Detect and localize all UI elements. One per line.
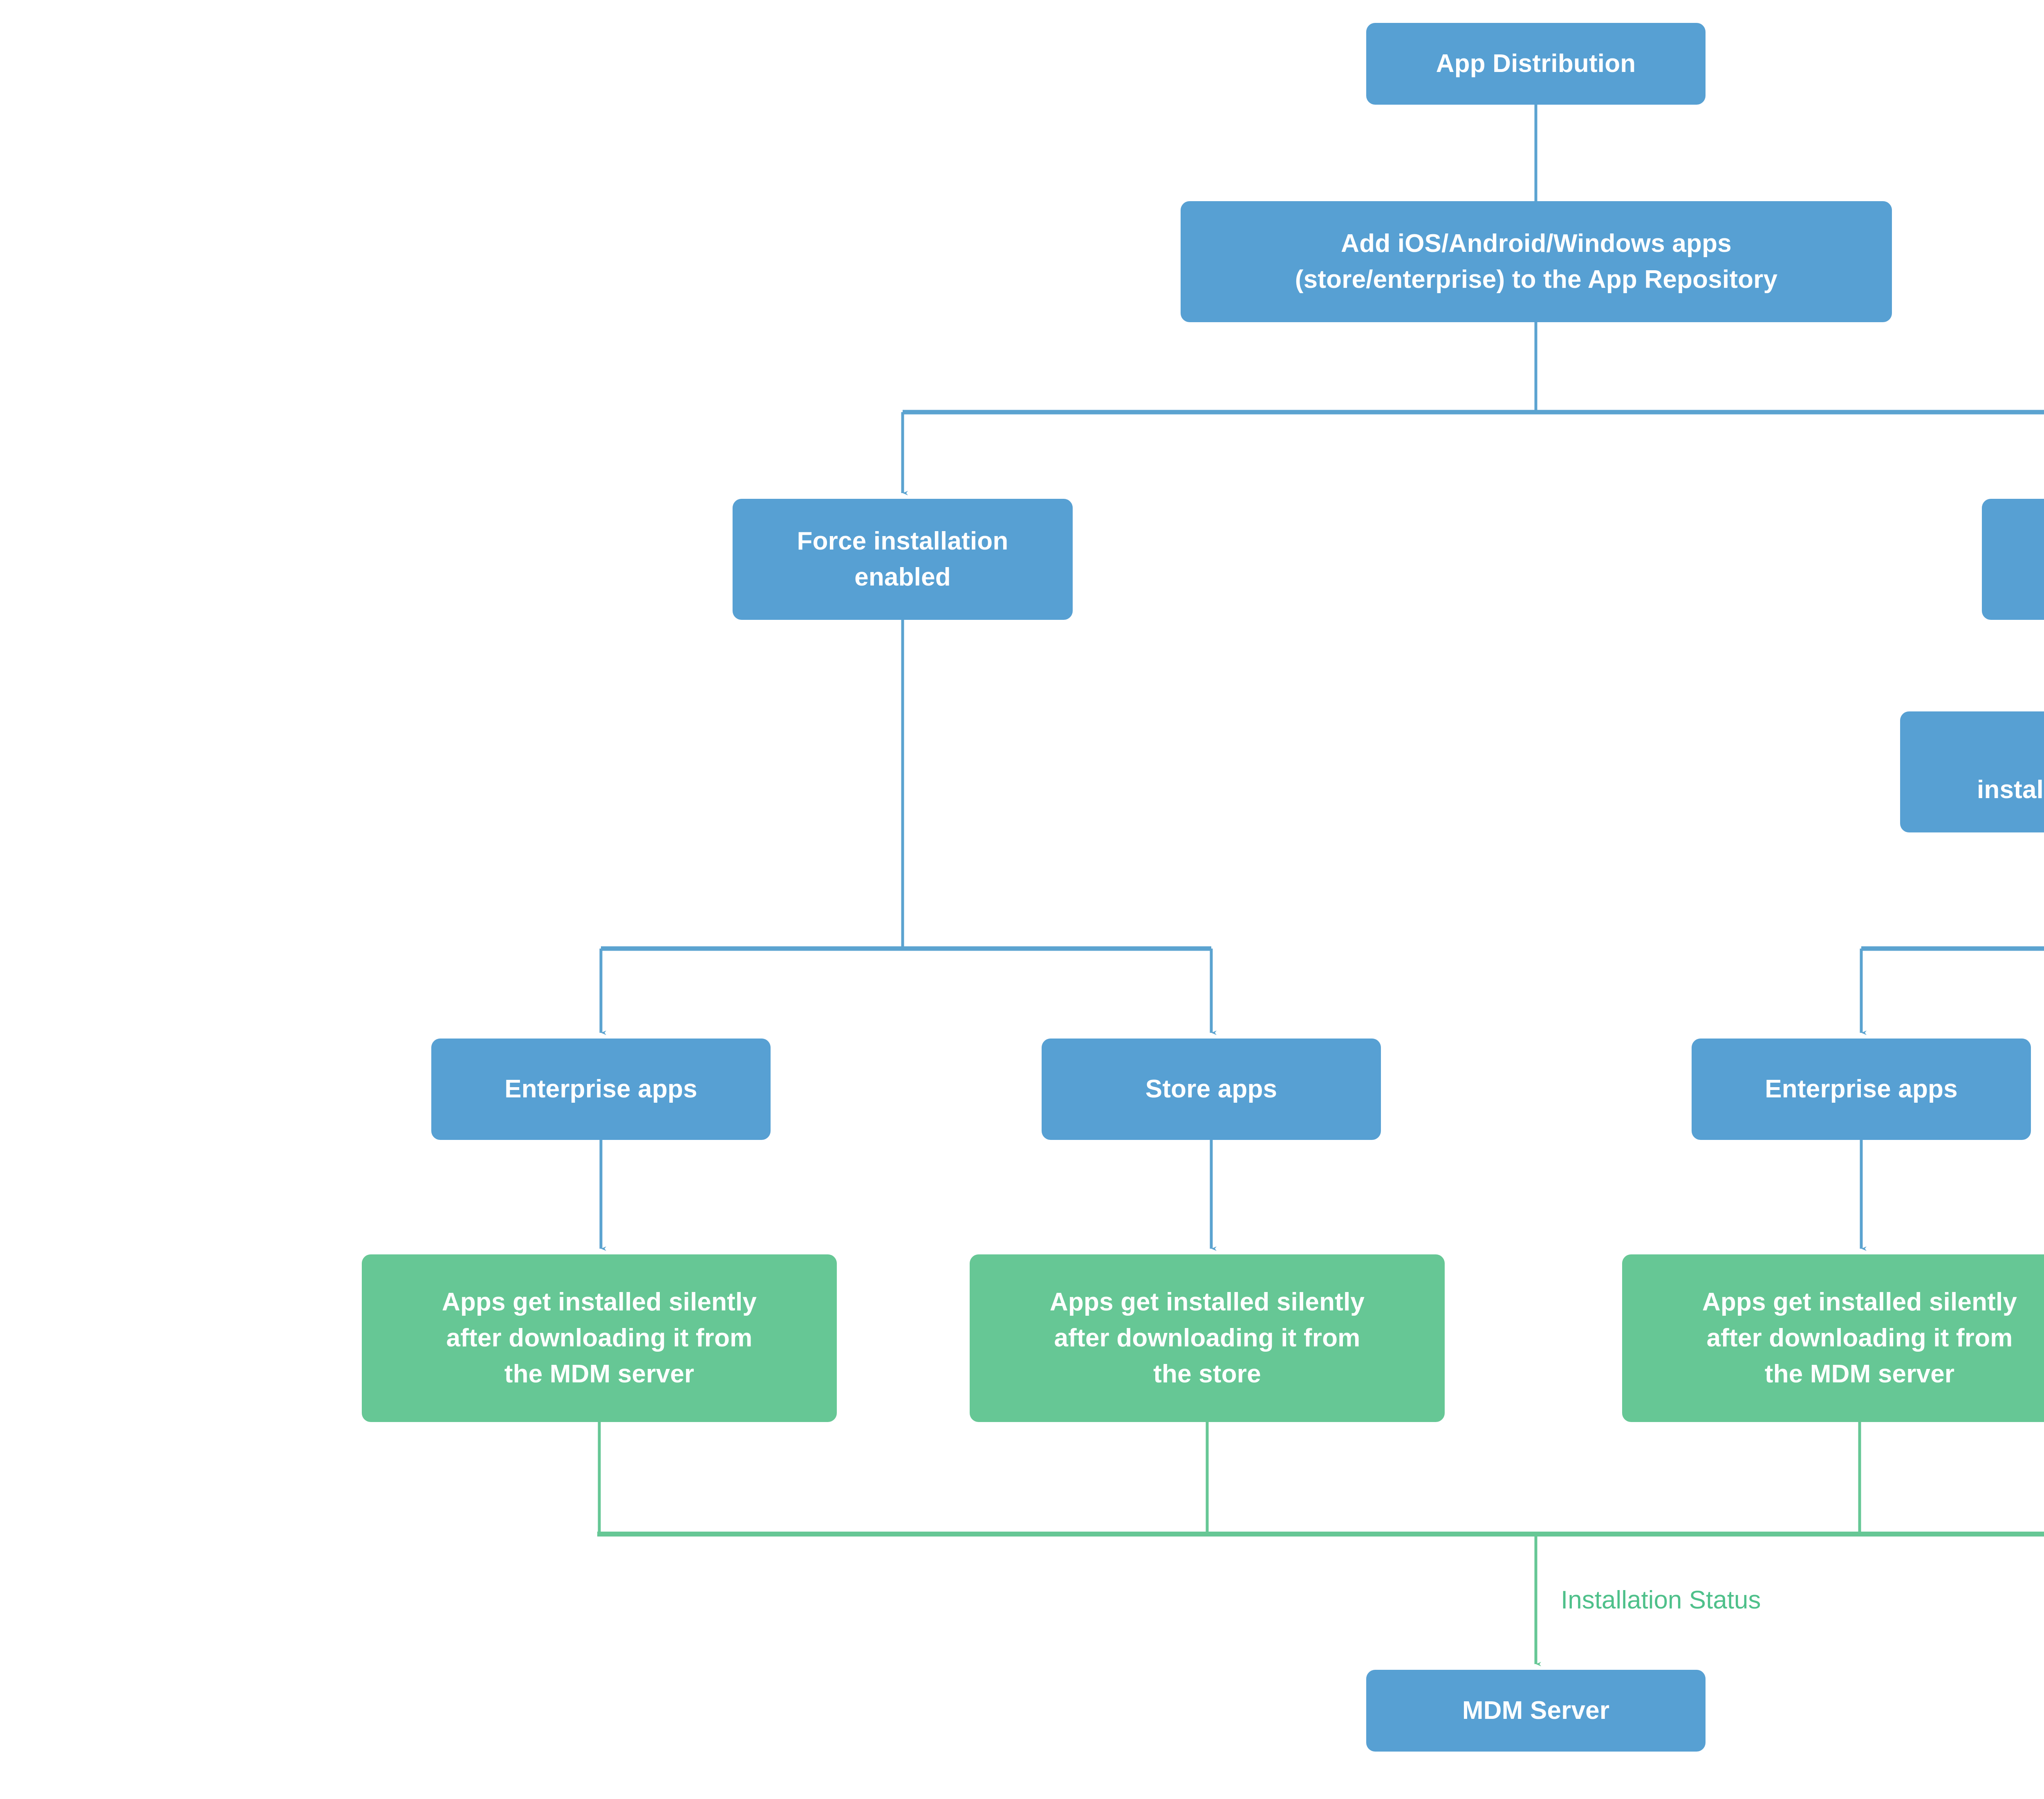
node-enterprise-apps-left[interactable]: Enterprise apps: [431, 1039, 771, 1140]
node-label: Enterprise apps: [1765, 1074, 1958, 1103]
node-label: MDM Server: [1462, 1696, 1610, 1725]
node-silent-install-mdm-right[interactable]: Apps get installed silently after downlo…: [1622, 1254, 2044, 1422]
node-add-apps-to-repository[interactable]: Add iOS/Android/Windows apps (store/ente…: [1181, 201, 1892, 322]
node-force-installation-disabled[interactable]: Force installation disabled: [1982, 499, 2044, 620]
node-silent-install-store-left[interactable]: Apps get installed silently after downlo…: [970, 1254, 1445, 1422]
edge-label-text: Installation Status: [1561, 1586, 1761, 1614]
node-user-initiates-installation[interactable]: User initiates installation from App Cat…: [1900, 711, 2044, 832]
node-label: Force installation disabled: [1989, 523, 2044, 595]
node-store-apps-left[interactable]: Store apps: [1042, 1039, 1381, 1140]
node-label: Store apps: [1145, 1074, 1278, 1103]
node-label: Enterprise apps: [504, 1074, 697, 1103]
node-force-installation-enabled[interactable]: Force installation enabled: [733, 499, 1073, 620]
node-label: App Distribution: [1436, 49, 1636, 78]
node-label: Apps get installed silently after downlo…: [442, 1288, 757, 1389]
node-enterprise-apps-right[interactable]: Enterprise apps: [1692, 1039, 2031, 1140]
node-mdm-server[interactable]: MDM Server: [1366, 1670, 1706, 1752]
node-label: Apps get installed silently after downlo…: [1702, 1288, 2017, 1389]
node-silent-install-mdm-left[interactable]: Apps get installed silently after downlo…: [362, 1254, 837, 1422]
edge-label-installation-status: Installation Status: [1561, 1586, 1761, 1615]
node-label: User initiates installation from App Cat…: [1977, 776, 2044, 804]
node-label: Force installation enabled: [797, 527, 1009, 591]
node-app-distribution[interactable]: App Distribution: [1366, 23, 1706, 105]
node-label: Add iOS/Android/Windows apps (store/ente…: [1295, 229, 1778, 294]
node-label: Apps get installed silently after downlo…: [1049, 1288, 1365, 1389]
